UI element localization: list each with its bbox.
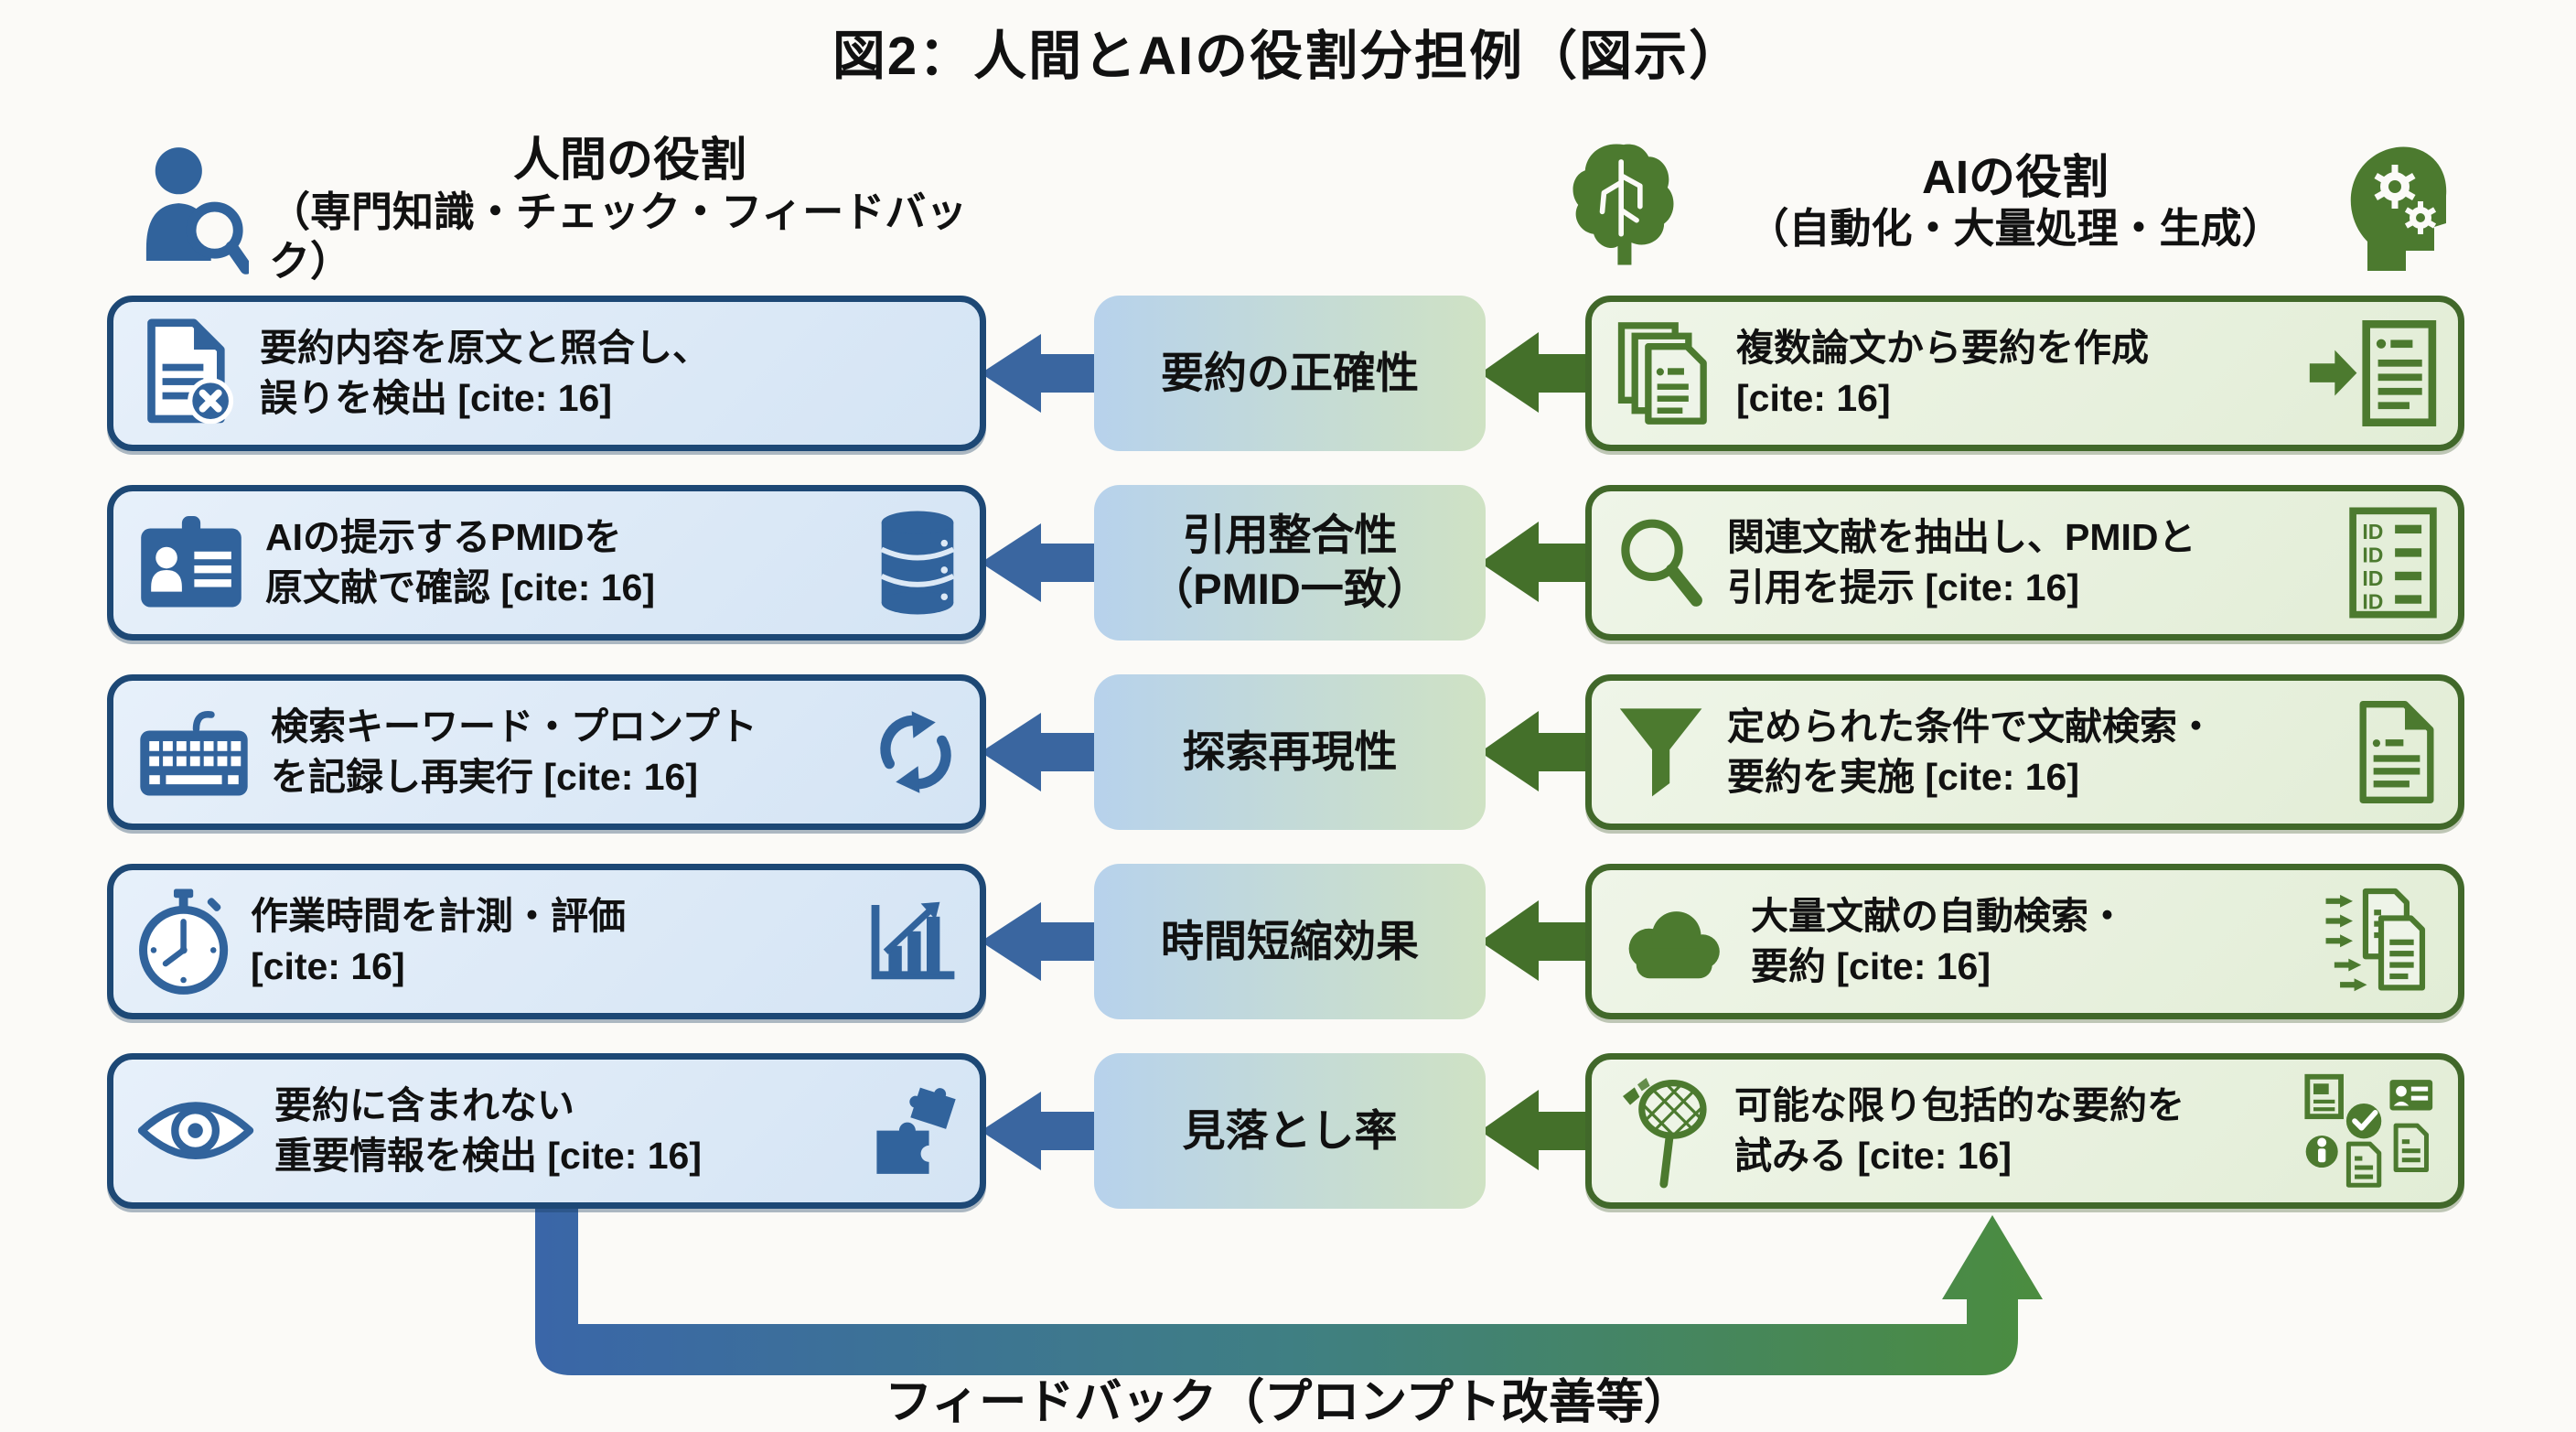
funnel-icon bbox=[1619, 708, 1702, 797]
svg-text:ID: ID bbox=[2362, 566, 2383, 590]
eye-icon bbox=[137, 1102, 254, 1159]
ai-task-text: 可能な限り包括的な要約を 試みる [cite: 16] bbox=[1734, 1084, 2184, 1177]
human-direction-arrow bbox=[981, 1092, 1100, 1170]
criterion-label: 見落とし率 bbox=[1182, 1105, 1398, 1155]
human-role-subtitle: （専門知識・チェック・フィードバック） bbox=[269, 188, 968, 285]
documents-arrows-icon bbox=[2325, 888, 2426, 992]
ai-direction-arrow bbox=[1480, 1090, 1596, 1170]
id-list-icon: ID ID ID ID bbox=[2349, 507, 2437, 619]
document-icon bbox=[2359, 700, 2434, 804]
ai-task-text: 大量文献の自動検索・ 要約 [cite: 16] bbox=[1751, 895, 2126, 987]
criterion-label: 要約の正確性 bbox=[1161, 348, 1419, 397]
ai-direction-arrow bbox=[1480, 522, 1596, 602]
human-task-box: AIの提示するPMIDを 原文献で確認 [cite: 16] bbox=[107, 485, 986, 641]
refresh-icon bbox=[880, 711, 951, 793]
ai-task-text: 関連文献を抽出し、PMIDと 引用を提示 [cite: 16] bbox=[1727, 516, 2196, 608]
cloud-icon bbox=[1628, 911, 1720, 979]
database-icon bbox=[880, 511, 955, 615]
figure-title: 図2：人間とAIの役割分担例（図示） bbox=[832, 27, 1744, 86]
ai-task-box: 大量文献の自動検索・ 要約 [cite: 16] bbox=[1585, 864, 2464, 1019]
criterion-box: 要約の正確性 bbox=[1094, 296, 1486, 451]
ai-direction-arrow bbox=[1480, 711, 1596, 791]
magnifier-icon bbox=[1621, 519, 1702, 607]
human-task-box: 検索キーワード・プロンプト を記録し再実行 [cite: 16] bbox=[107, 674, 986, 830]
svg-text:ID: ID bbox=[2362, 590, 2383, 614]
svg-text:ID: ID bbox=[2362, 544, 2383, 567]
criterion-label: 引用整合性 （PMID一致） bbox=[1150, 511, 1430, 613]
human-direction-arrow bbox=[981, 334, 1100, 413]
human-task-box: 要約内容を原文と照合し、 誤りを検出 [cite: 16] bbox=[107, 296, 986, 451]
ai-direction-arrow bbox=[1480, 332, 1596, 413]
ai-role-subtitle: （自動化・大量処理・生成） bbox=[1747, 205, 2283, 253]
svg-text:ID: ID bbox=[2362, 520, 2383, 544]
human-magnifier-icon bbox=[145, 147, 249, 275]
criterion-label: 時間短縮効果 bbox=[1161, 916, 1419, 965]
human-task-text: 要約内容を原文と照合し、 誤りを検出 [cite: 16] bbox=[260, 327, 710, 419]
puzzle-icon bbox=[876, 1087, 956, 1174]
document-error-icon bbox=[147, 318, 234, 425]
human-direction-arrow bbox=[981, 713, 1100, 791]
criterion-label: 探索再現性 bbox=[1182, 727, 1398, 776]
human-task-text: 検索キーワード・プロンプト を記録し再実行 [cite: 16] bbox=[271, 705, 757, 798]
misc-items-icon bbox=[2304, 1073, 2433, 1188]
head-gears-icon bbox=[2350, 146, 2447, 271]
ai-task-box: 複数論文から要約を作成 [cite: 16] bbox=[1585, 296, 2464, 451]
ai-header: AIの役割 （自動化・大量処理・生成） bbox=[1544, 134, 2470, 271]
net-icon bbox=[1623, 1078, 1707, 1189]
human-role-title: 人間の役割 bbox=[512, 134, 746, 186]
ai-task-box: 定められた条件で文献検索・ 要約を実施 [cite: 16] bbox=[1585, 674, 2464, 830]
ai-direction-arrow bbox=[1480, 900, 1596, 981]
human-task-box: 要約に含まれない 重要情報を検出 [cite: 16] bbox=[107, 1053, 986, 1209]
keyboard-icon bbox=[140, 711, 248, 796]
id-card-icon bbox=[141, 516, 242, 608]
ai-task-text: 定められた条件で文献検索・ 要約を実施 [cite: 16] bbox=[1727, 705, 2215, 798]
stacked-documents-icon bbox=[1617, 322, 1707, 425]
human-header: 人間の役割 （専門知識・チェック・フィードバック） bbox=[117, 134, 991, 286]
brain-icon bbox=[1572, 144, 1674, 265]
ai-task-box: 関連文献を抽出し、PMIDと 引用を提示 [cite: 16] ID ID ID… bbox=[1585, 485, 2464, 641]
feedback-label: フィードバック（プロンプト改善等） bbox=[885, 1376, 1691, 1429]
human-direction-arrow bbox=[981, 902, 1100, 981]
bar-chart-icon bbox=[871, 901, 955, 980]
ai-task-text: 複数論文から要約を作成 [cite: 16] bbox=[1736, 327, 2149, 419]
stopwatch-icon bbox=[139, 888, 229, 995]
criterion-box: 引用整合性 （PMID一致） bbox=[1094, 485, 1486, 641]
ai-task-box: 可能な限り包括的な要約を 試みる [cite: 16] bbox=[1585, 1053, 2464, 1209]
human-task-text: AIの提示するPMIDを 原文献で確認 [cite: 16] bbox=[265, 516, 655, 608]
human-task-text: 作業時間を計測・評価 [cite: 16] bbox=[251, 895, 626, 987]
criterion-box: 見落とし率 bbox=[1094, 1053, 1486, 1209]
human-direction-arrow bbox=[981, 523, 1100, 602]
human-task-text: 要約に含まれない 重要情報を検出 [cite: 16] bbox=[274, 1084, 702, 1177]
arrow-to-summary-document-icon bbox=[2309, 320, 2437, 426]
criterion-box: 時間短縮効果 bbox=[1094, 864, 1486, 1019]
ai-role-title: AIの役割 bbox=[1921, 150, 2109, 203]
criterion-box: 探索再現性 bbox=[1094, 674, 1486, 830]
human-task-box: 作業時間を計測・評価 [cite: 16] bbox=[107, 864, 986, 1019]
